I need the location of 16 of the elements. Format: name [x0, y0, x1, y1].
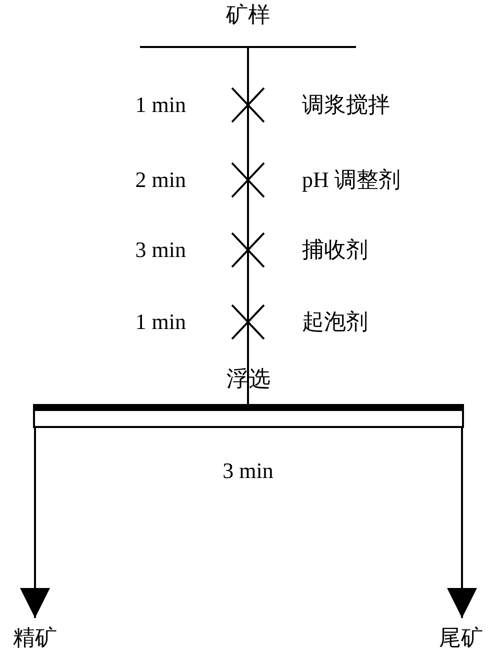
node-text: 尾矿: [439, 624, 483, 652]
node-text: 精矿: [13, 624, 57, 652]
reagent-label: 起泡剂: [302, 308, 368, 336]
time-label: 1 min: [134, 308, 186, 336]
duration-text: 3 min: [222, 457, 274, 485]
node-text: 浮选: [226, 365, 270, 393]
reagent-label: pH 调整剂: [302, 166, 400, 194]
reagent-label: 捕收剂: [302, 236, 368, 264]
time-label: 2 min: [134, 166, 186, 194]
feed-line: [247, 48, 249, 406]
reagent-label: 调浆搅拌: [302, 91, 390, 119]
node-text: 矿样: [226, 1, 270, 29]
time-label: 1 min: [134, 91, 186, 119]
arrow: [20, 428, 50, 618]
time-label: 3 min: [134, 236, 186, 264]
arrow: [447, 428, 477, 618]
